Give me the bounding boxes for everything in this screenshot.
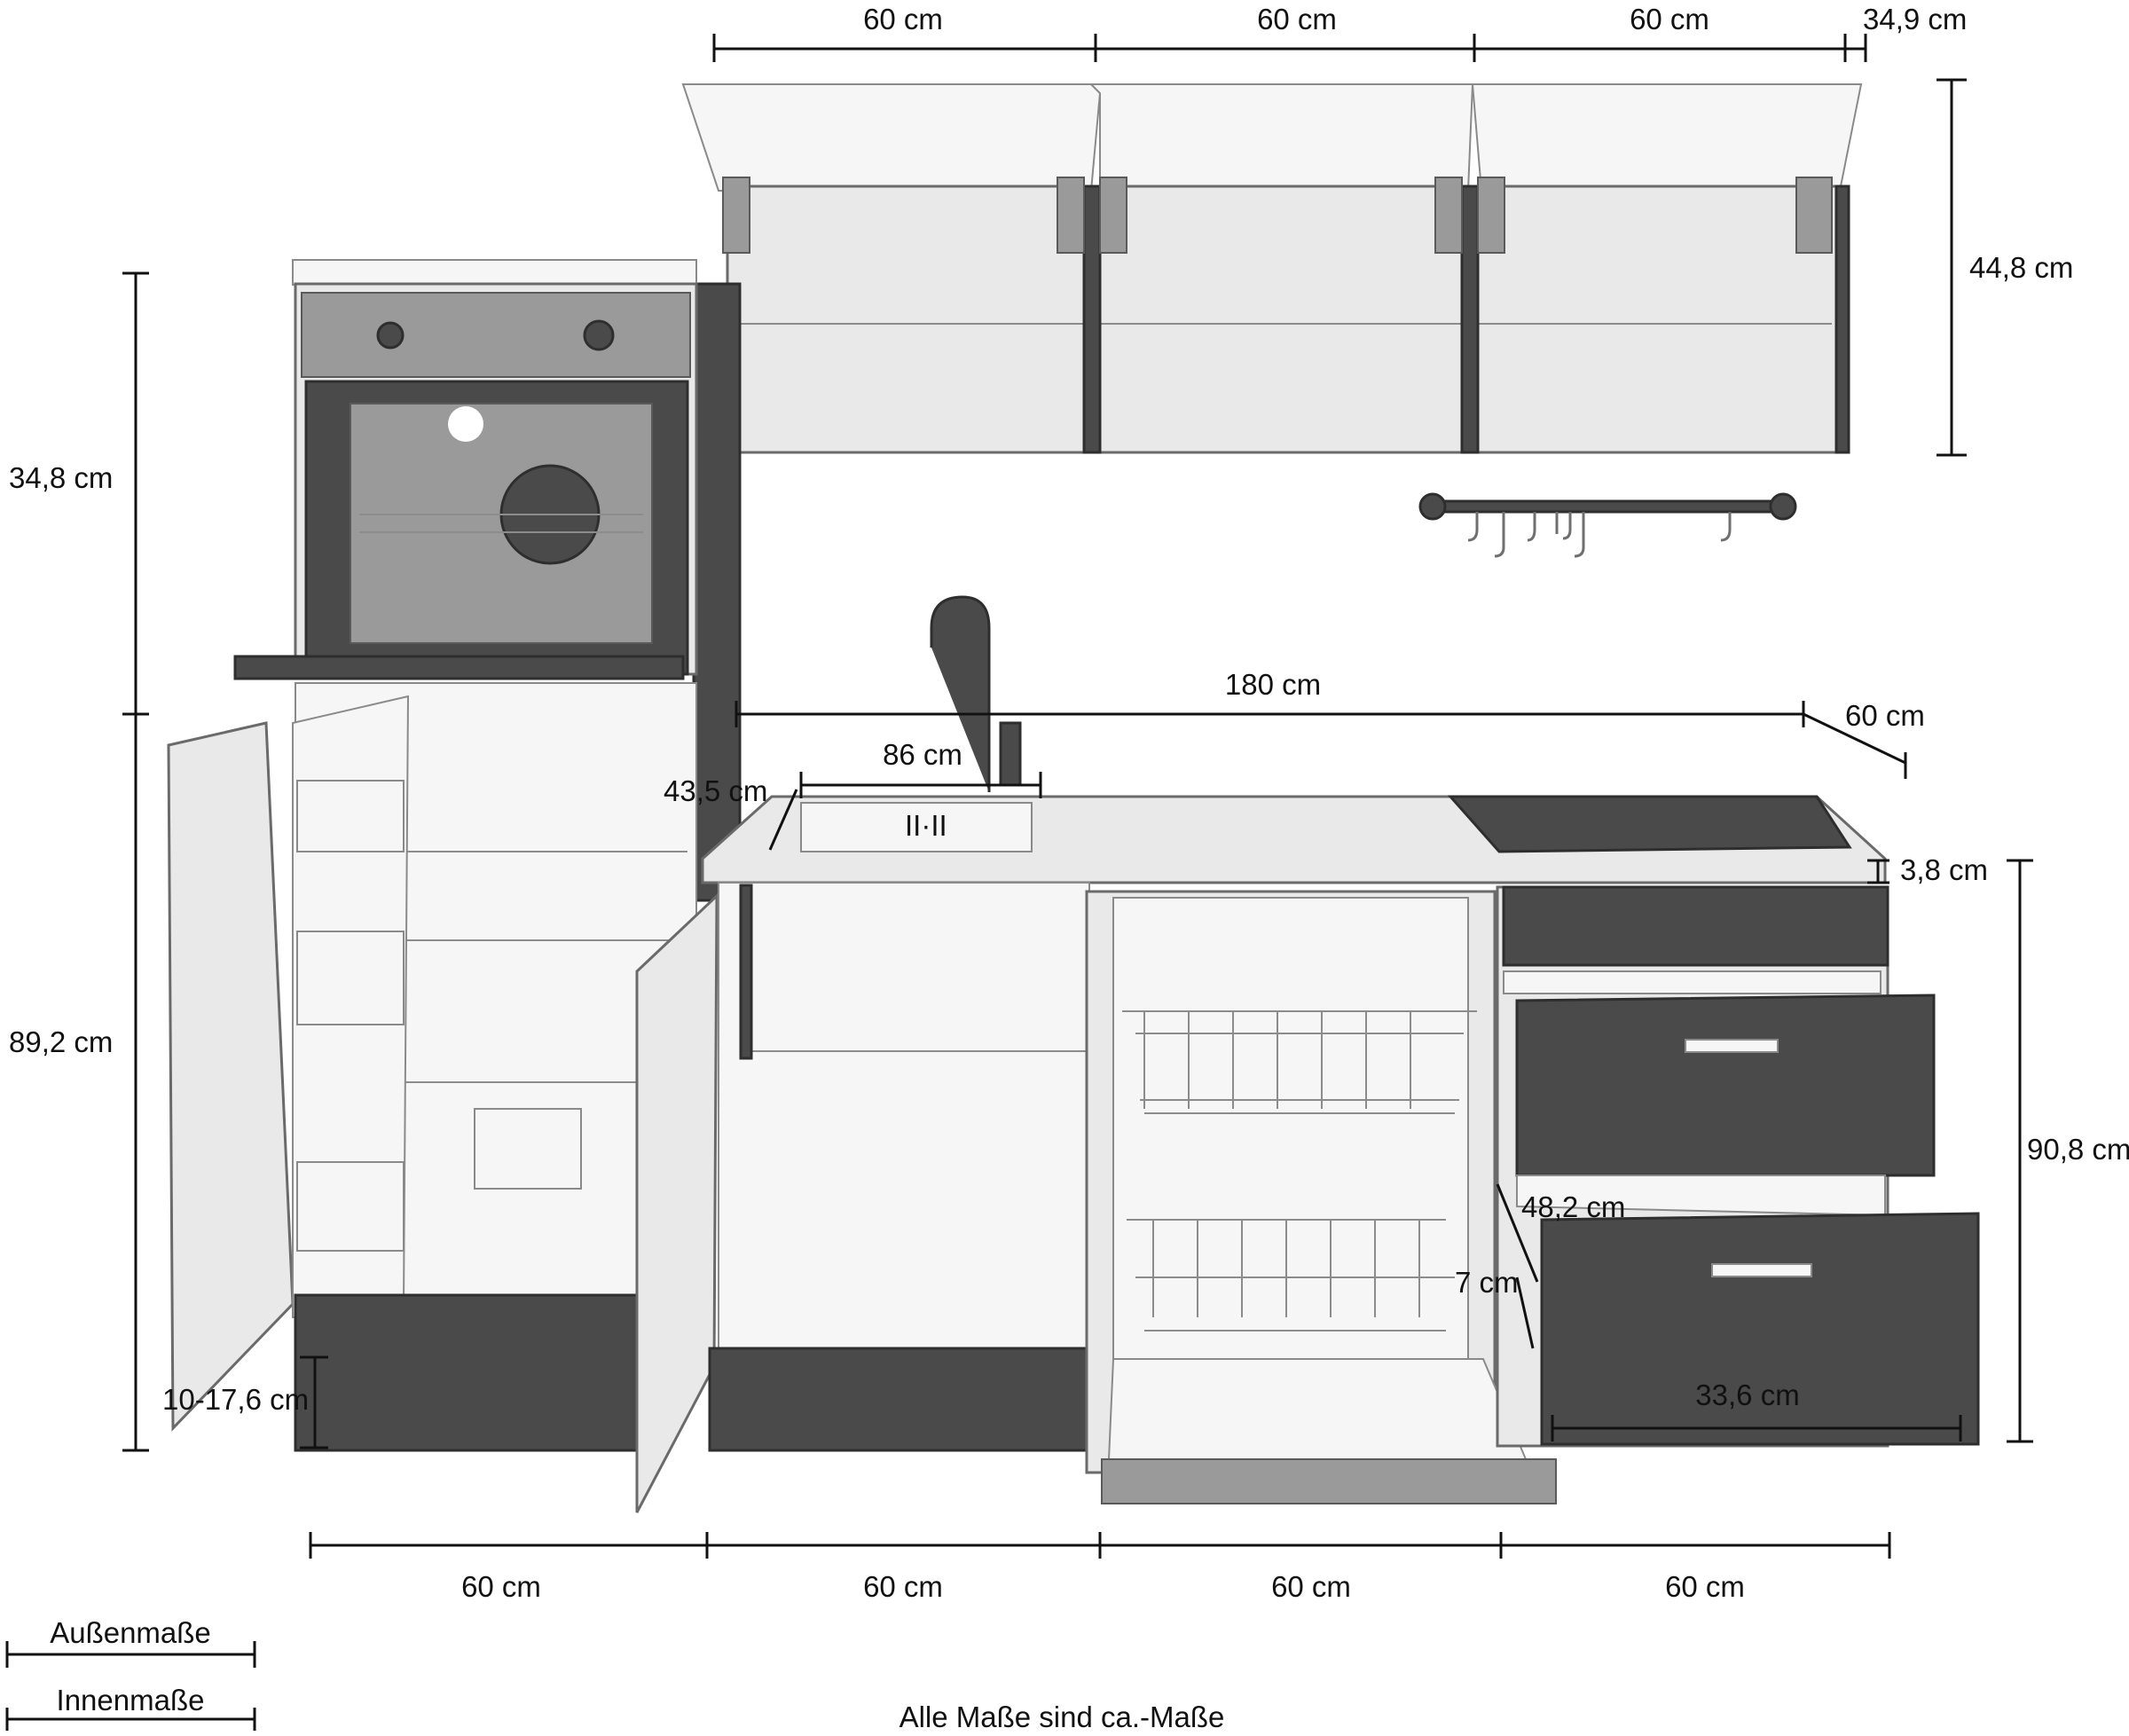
- tall-cabinet: [167, 259, 742, 1513]
- sink-dimensions: 86 cm 43,5 cm: [664, 738, 1042, 851]
- fridge: [167, 682, 697, 1432]
- plinth-height-label: 10-17,6 cm: [162, 1383, 309, 1416]
- kitchen-illustration: II·II: [167, 83, 1980, 1513]
- bottom-width-dimensions: 60 cm 60 cm 60 cm 60 cm: [309, 1532, 1891, 1603]
- drawer-inner-dimensions: 48,2 cm 7 cm 33,6 cm: [1455, 1183, 1962, 1441]
- top-width-dimensions: 60 cm 60 cm 60 cm 34,9 cm: [712, 3, 1967, 62]
- plinth-height-dimension: 10-17,6 cm: [162, 1355, 328, 1449]
- top-depth-label: 34,9 cm: [1863, 3, 1967, 35]
- footnote: Alle Maße sind ca.-Maße: [900, 1701, 1225, 1733]
- worktop: II·II: [701, 595, 1887, 933]
- oven: [301, 292, 691, 676]
- worktop-thickness-label: 3,8 cm: [1900, 853, 1988, 886]
- legend-inner-label: Innenmaße: [57, 1684, 205, 1716]
- hook-rail: [1418, 492, 1797, 558]
- drawer-gap-label: 7 cm: [1455, 1266, 1519, 1299]
- bottom-width-label-2: 60 cm: [863, 1570, 943, 1603]
- svg-text:II·II: II·II: [905, 809, 947, 842]
- sink-base-cabinet: [708, 882, 1090, 1452]
- tall-cabinet-height-dimensions: 34,8 cm 89,2 cm: [9, 271, 149, 1452]
- sink-depth-label: 43,5 cm: [664, 774, 767, 807]
- top-width-label-1: 60 cm: [863, 3, 943, 35]
- dimension-lines: 60 cm 60 cm 60 cm 34,9 cm 44,8 cm 34,8 c…: [9, 3, 2129, 1603]
- flap-hinge-group: [722, 177, 1833, 254]
- legend-outer-label: Außenmaße: [50, 1616, 211, 1649]
- legend: Außenmaße Innenmaße: [5, 1616, 256, 1731]
- worktop-depth-label: 60 cm: [1845, 699, 1925, 732]
- sink-width-label: 86 cm: [883, 738, 962, 771]
- base-height-dimensions: 3,8 cm 90,8 cm: [1867, 853, 2129, 1443]
- bottom-width-label-4: 60 cm: [1665, 1570, 1745, 1603]
- wall-cabinet-height-label: 44,8 cm: [1969, 251, 2073, 284]
- wall-cabinets: [681, 83, 1863, 454]
- worktop-dimensions: 180 cm 60 cm: [735, 668, 1925, 779]
- tall-upper-height-label: 34,8 cm: [9, 461, 113, 494]
- bottom-width-label-3: 60 cm: [1271, 1570, 1351, 1603]
- base-height-label: 90,8 cm: [2027, 1133, 2129, 1166]
- worktop-width-label: 180 cm: [1225, 668, 1321, 701]
- drawer-width-label: 33,6 cm: [1695, 1379, 1799, 1411]
- drawer-depth-label: 48,2 cm: [1521, 1190, 1625, 1223]
- dishwasher-racks: [1122, 1010, 1477, 1331]
- faucet: [930, 595, 1022, 792]
- tall-lower-height-label: 89,2 cm: [9, 1025, 113, 1058]
- dishwasher: [1085, 890, 1557, 1504]
- drawer-cabinet: [1496, 885, 1980, 1448]
- wall-cabinet-height-dimension: 44,8 cm: [1937, 78, 2073, 457]
- top-width-label-3: 60 cm: [1630, 3, 1709, 35]
- bottom-width-label-1: 60 cm: [461, 1570, 541, 1603]
- top-width-label-2: 60 cm: [1257, 3, 1337, 35]
